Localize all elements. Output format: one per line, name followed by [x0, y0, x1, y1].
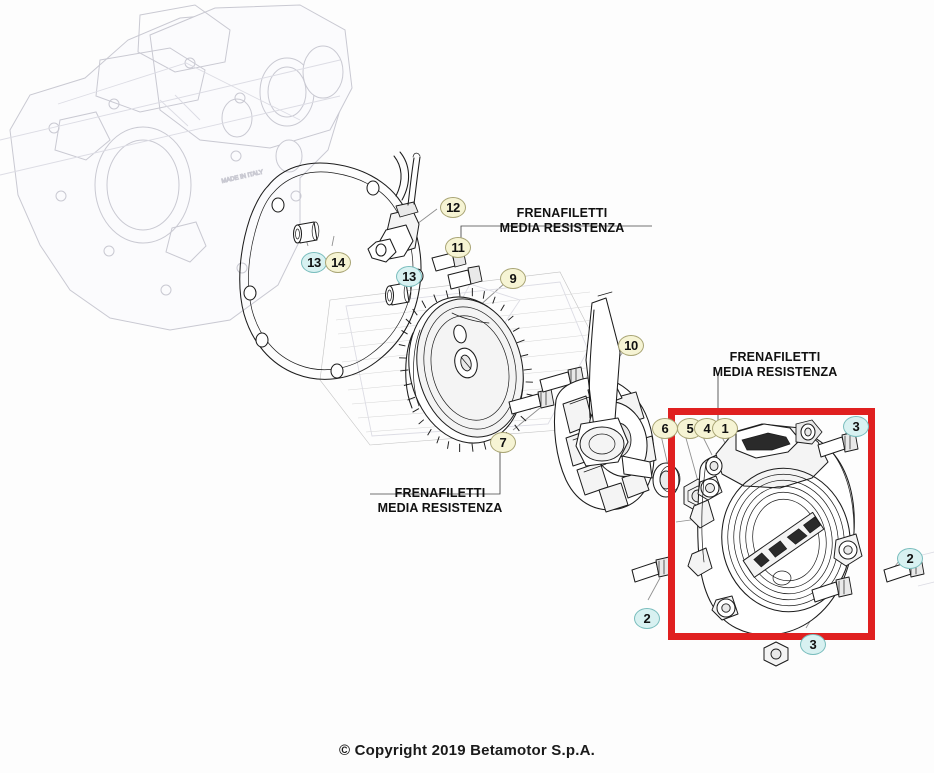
flywheel-rotor: [398, 288, 534, 452]
callout-2b-label: 2: [906, 551, 914, 566]
callout-3b[interactable]: 3: [800, 634, 826, 655]
callout-14[interactable]: 14: [325, 252, 351, 273]
note-top-line1: FRENAFILETTI: [516, 206, 608, 220]
ignition-cover: [687, 419, 863, 636]
callout-11-label: 11: [451, 240, 465, 255]
note-right-line1: FRENAFILETTI: [729, 350, 821, 364]
note-bottom-line1: FRENAFILETTI: [394, 486, 486, 500]
callout-2b[interactable]: 2: [897, 548, 923, 569]
callout-10-label: 10: [624, 338, 638, 353]
callout-9[interactable]: 9: [500, 268, 526, 289]
callout-4-label: 4: [703, 421, 711, 436]
callout-7-label: 7: [499, 435, 507, 450]
callout-6[interactable]: 6: [652, 418, 678, 439]
pickup-sensor-assembly: [367, 152, 421, 263]
note-frenafiletti-bottom: FRENAFILETTI MEDIA RESISTENZA: [370, 486, 510, 516]
gear-shift-lever: [575, 291, 653, 479]
bushings-group: [292, 221, 412, 306]
callout-1[interactable]: 1: [712, 418, 738, 439]
note-bottom-line2: MEDIA RESISTENZA: [377, 501, 503, 515]
copyright-footer: © Copyright 2019 Betamotor S.p.A.: [338, 742, 596, 759]
callout-13b-label: 13: [402, 269, 416, 284]
callout-7[interactable]: 7: [490, 432, 516, 453]
note-right-line2: MEDIA RESISTENZA: [712, 365, 838, 379]
callout-11[interactable]: 11: [445, 237, 471, 258]
callout-13a[interactable]: 13: [301, 252, 327, 273]
callout-6-label: 6: [661, 421, 669, 436]
callout-12[interactable]: 12: [440, 197, 466, 218]
callout-10[interactable]: 10: [618, 335, 644, 356]
cover-plug-4: [705, 456, 723, 476]
callout-13a-label: 13: [307, 255, 321, 270]
callout-5-label: 5: [686, 421, 694, 436]
callout-13b[interactable]: 13: [396, 266, 422, 287]
note-frenafiletti-right: FRENAFILETTI MEDIA RESISTENZA: [705, 350, 845, 380]
callout-1-label: 1: [721, 421, 729, 436]
callout-2a-label: 2: [643, 611, 651, 626]
callout-3b-label: 3: [809, 637, 817, 652]
callout-9-label: 9: [509, 271, 517, 286]
callout-3[interactable]: 3: [843, 416, 869, 437]
callout-3-label: 3: [852, 419, 860, 434]
note-frenafiletti-top: FRENAFILETTI MEDIA RESISTENZA: [492, 206, 632, 236]
callout-2a[interactable]: 2: [634, 608, 660, 629]
callout-12-label: 12: [446, 200, 460, 215]
callout-14-label: 14: [331, 255, 345, 270]
note-top-line2: MEDIA RESISTENZA: [499, 221, 625, 235]
